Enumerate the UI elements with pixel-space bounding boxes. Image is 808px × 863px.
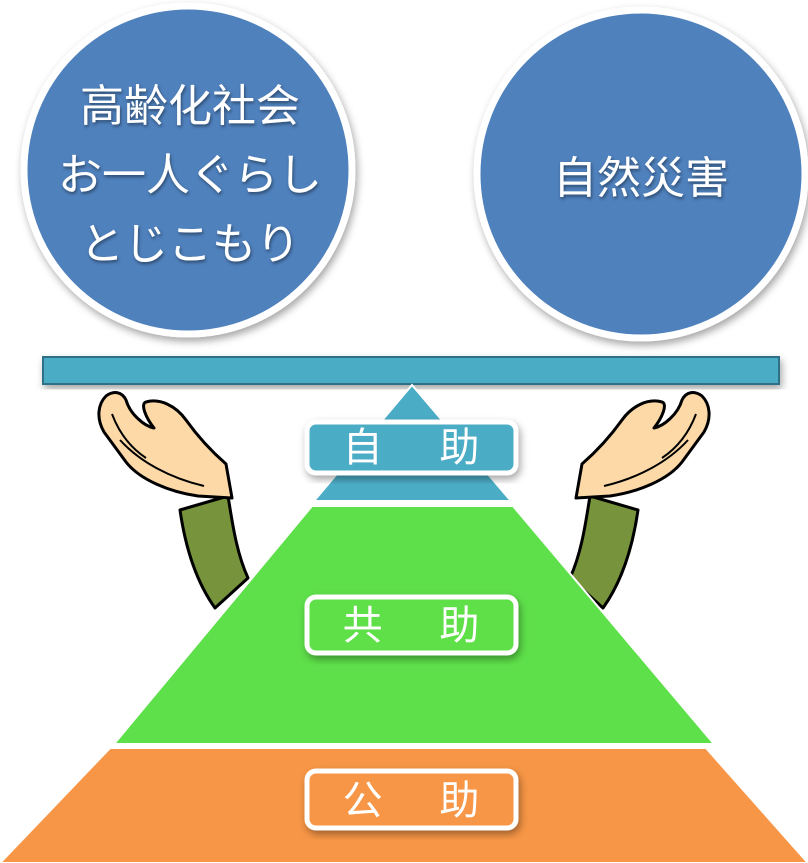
circle-aging-society: 高齢化社会 お一人ぐらし とじこもり: [20, 2, 356, 338]
right-sleeve: [568, 494, 640, 610]
left-hand-icon: [97, 391, 234, 500]
balance-plank: [42, 356, 780, 385]
tier-bottom-label-box: [304, 768, 519, 831]
circle-right-shape: [473, 6, 808, 342]
circle-left-line-2: お一人ぐらし: [58, 150, 322, 201]
tier-middle-label: 共 助: [343, 603, 502, 649]
tier-middle-label-box: [304, 594, 519, 656]
tier-bottom-label: 公 助: [343, 778, 502, 824]
right-arm: [568, 494, 640, 610]
right-hand-icon: [574, 391, 711, 500]
tier-label-mutual-help: 共 助: [304, 594, 519, 656]
circle-right-line-1: 自然災害: [553, 153, 729, 204]
tier-label-public-help: 公 助: [304, 768, 519, 831]
circle-natural-disaster: 自然災害: [473, 6, 808, 342]
left-arm: [178, 494, 250, 610]
tier-top-label-box: [304, 419, 519, 476]
circle-left-line-3: とじこもり: [80, 219, 300, 270]
circle-left-line-1: 高齢化社会: [80, 81, 300, 132]
tier-label-self-help: 自 助: [304, 419, 519, 476]
tier-top-label: 自 助: [343, 425, 502, 471]
left-sleeve: [178, 494, 250, 610]
circle-left-shape: [20, 2, 356, 338]
